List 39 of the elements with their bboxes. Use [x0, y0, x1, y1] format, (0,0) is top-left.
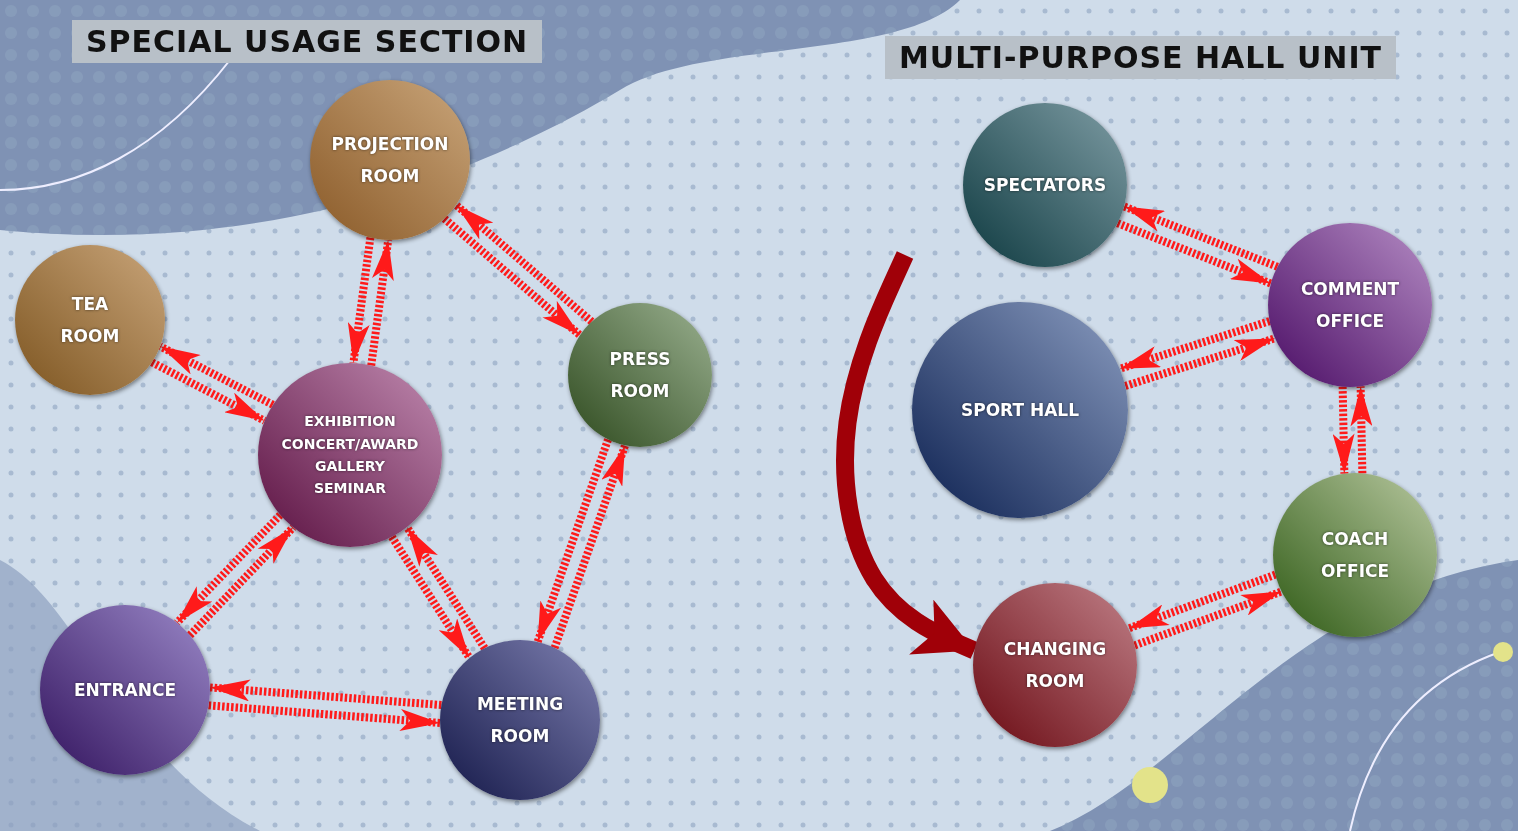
arrow [453, 201, 595, 325]
arrow [533, 438, 612, 644]
arrow [347, 237, 375, 364]
arrow [150, 358, 267, 425]
arrow [1127, 570, 1277, 633]
arrow [1133, 587, 1283, 650]
room-label: MEETING ROOM [475, 692, 565, 748]
room-label: COMMENT OFFICE [1299, 277, 1401, 333]
room-label: ENTRANCE [74, 678, 176, 702]
arrow [1118, 317, 1271, 373]
room-label: SPECTATORS [983, 173, 1107, 197]
room-label: TEA ROOM [59, 292, 121, 348]
arrow [550, 444, 629, 650]
room-label: COACH OFFICE [1319, 527, 1391, 583]
arrow [1350, 386, 1373, 474]
arrow [1116, 219, 1273, 288]
arrow [836, 251, 978, 659]
room-label: CHANGING ROOM [1002, 637, 1108, 693]
room-label: GALLERY [315, 457, 385, 476]
room-label: SEMINAR [313, 479, 387, 499]
room-label: EXHIBITION [304, 412, 396, 432]
room-label: CONCERT/AWARD [281, 434, 419, 454]
arrow [158, 342, 275, 409]
arrow [403, 525, 489, 651]
room-label: PROJECTION ROOM [330, 132, 450, 188]
section-heading: SPECIAL USAGE SECTION [72, 20, 543, 63]
arrow [441, 215, 583, 339]
arrow [367, 239, 394, 367]
arrow [209, 679, 442, 709]
arrow [187, 524, 297, 638]
arrow [388, 534, 473, 661]
room-label: SPORT HALL [960, 398, 1079, 422]
arrow [208, 701, 441, 731]
section-heading: MULTI-PURPOSE HALL UNIT [885, 36, 1397, 79]
room-label: PRESS ROOM [608, 347, 672, 403]
arrow [1332, 386, 1355, 474]
arrow [174, 512, 284, 626]
arrow [1122, 202, 1279, 271]
arrow [1124, 334, 1277, 390]
